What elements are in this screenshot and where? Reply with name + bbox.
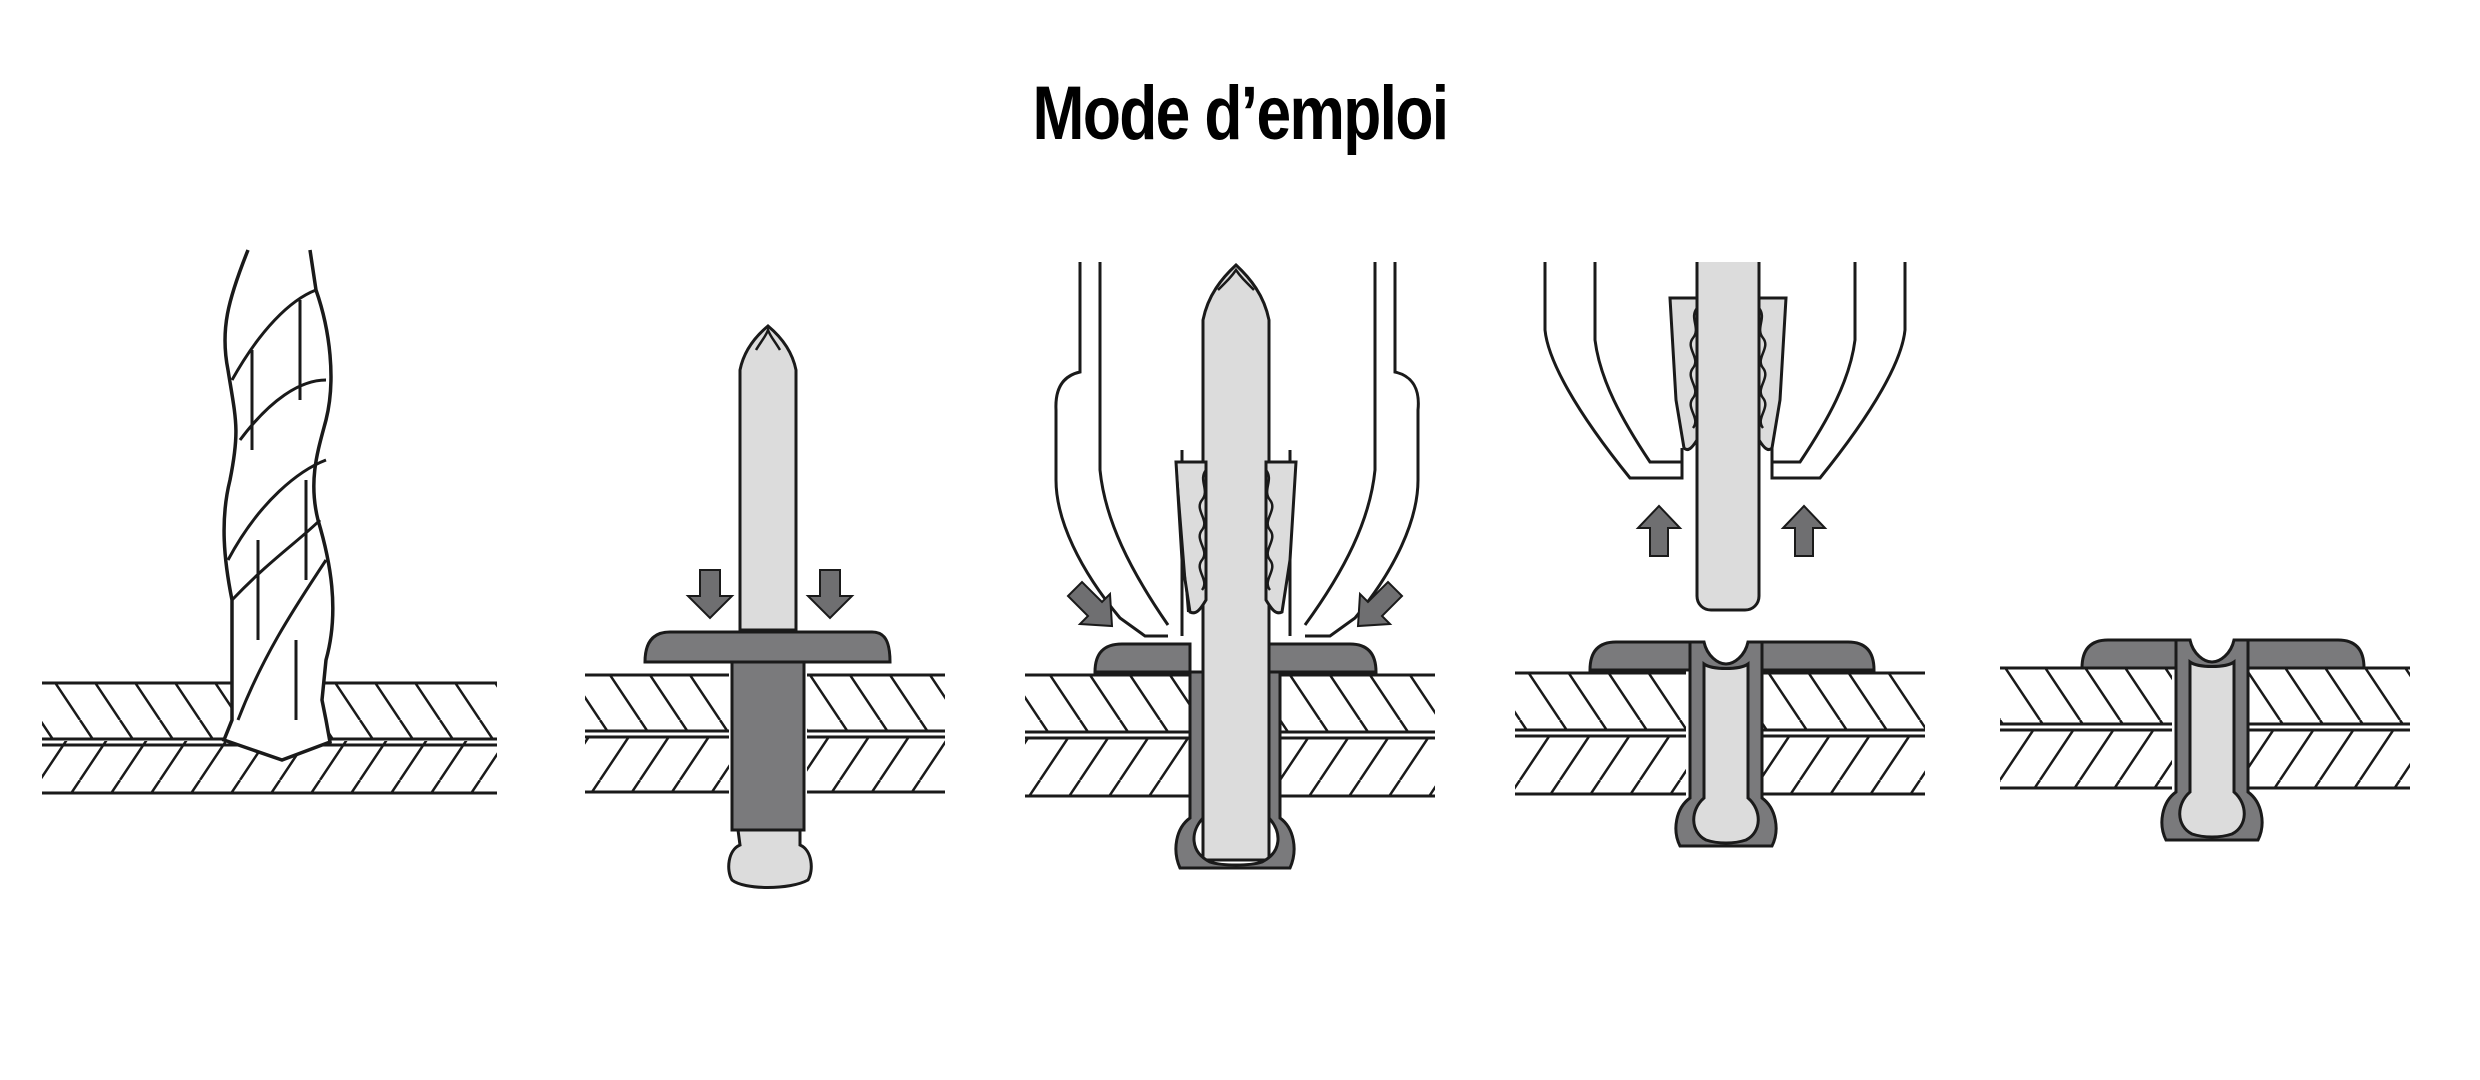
- step-2-insert-rivet: [585, 324, 945, 889]
- page-title: Mode d’emploi: [1032, 71, 1450, 156]
- arrow-up-left: [1635, 504, 1683, 557]
- arrow-down-left: [685, 569, 735, 620]
- rivet-body: [1093, 642, 1378, 870]
- rivet-mandrel: [1695, 262, 1761, 612]
- jaws: [1668, 296, 1788, 452]
- arrow-up-right: [1780, 504, 1828, 557]
- rivet-mandrel: [1201, 262, 1271, 862]
- rivet-mandrel: [727, 324, 813, 889]
- arrow-diag-right: [1356, 580, 1404, 628]
- drill-bit: [221, 249, 335, 762]
- riveter-nose: [1543, 262, 1907, 480]
- rivet-body: [1588, 640, 1876, 848]
- step-5-finished: [2000, 638, 2410, 845]
- rivet-body: [643, 630, 892, 832]
- riveter-nose: [1054, 262, 1420, 638]
- arrow-diag-left: [1066, 580, 1114, 628]
- step-1-drill: [42, 249, 497, 795]
- step-4-mandrel-removed: [1515, 262, 1925, 852]
- rivet-body: [2080, 638, 2366, 842]
- arrow-down-right: [805, 569, 855, 620]
- jaws: [1174, 460, 1298, 615]
- step-3-riveter: [1025, 262, 1435, 875]
